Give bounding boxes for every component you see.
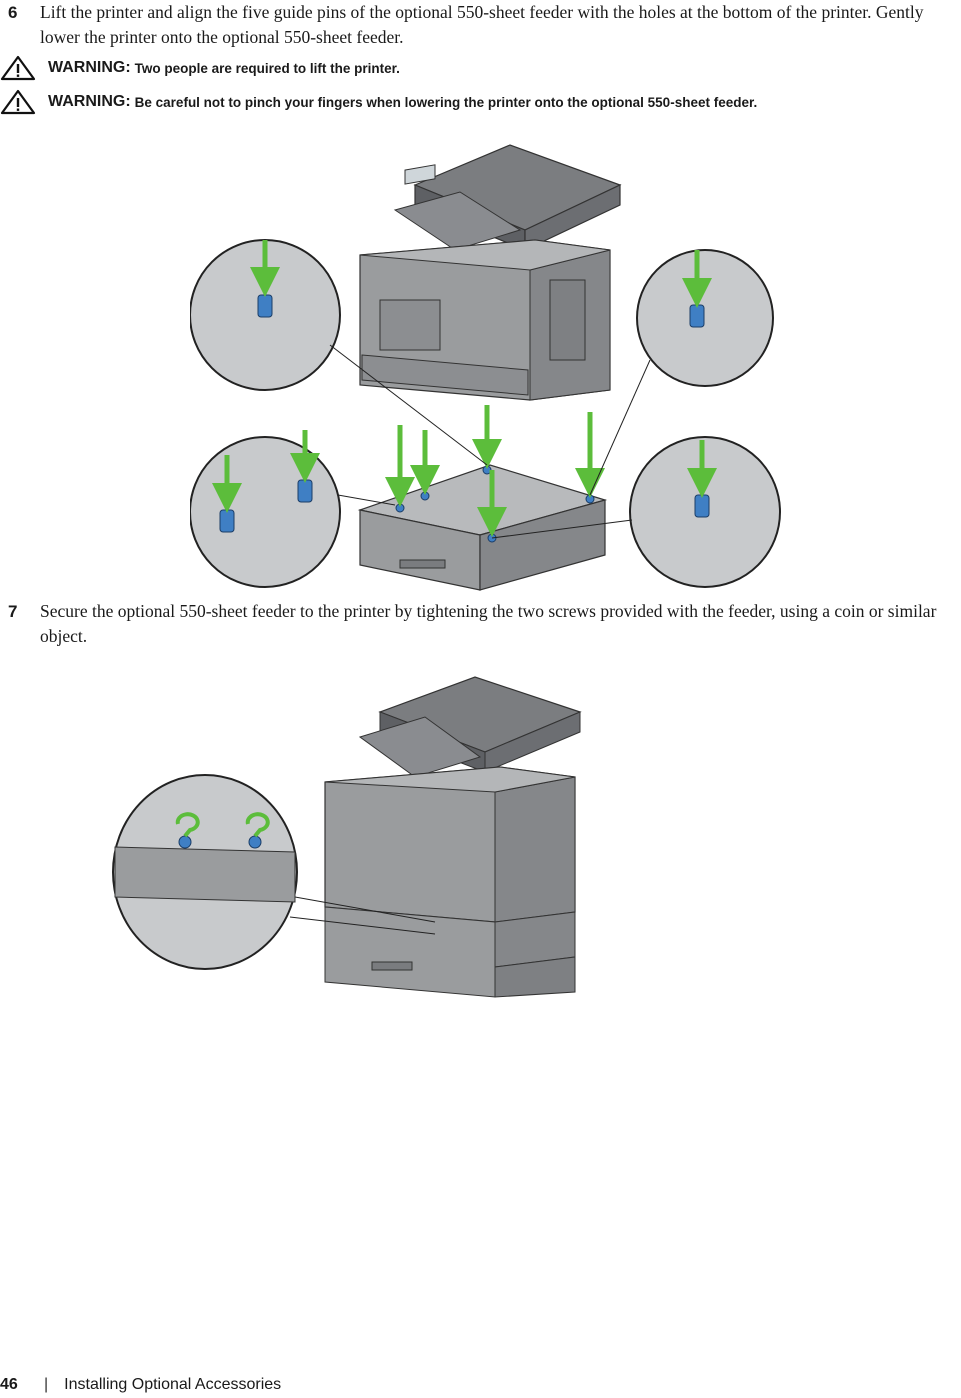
- step-text: Lift the printer and align the five guid…: [40, 2, 924, 47]
- page-footer: 46 | Installing Optional Accessories: [0, 1372, 281, 1398]
- warning-text: Be careful not to pinch your fingers whe…: [134, 94, 758, 110]
- warning-label: WARNING:: [48, 59, 131, 76]
- figure-secure-screws: [112, 676, 582, 998]
- step-number: 7: [8, 602, 18, 621]
- warning-pinch: WARNING: Be careful not to pinch your fi…: [0, 89, 757, 115]
- warning-icon: [0, 55, 36, 81]
- step-number: 6: [8, 3, 18, 22]
- figure-printer-onto-feeder: [190, 144, 781, 591]
- step-text: Secure the optional 550-sheet feeder to …: [40, 601, 937, 646]
- guide-arrows: [385, 405, 605, 537]
- footer-separator: |: [44, 1376, 49, 1393]
- page-number: 46: [0, 1376, 18, 1393]
- printer-illustration: [359, 144, 622, 401]
- printer-illustration: [324, 676, 582, 998]
- warning-text: Two people are required to lift the prin…: [134, 60, 400, 76]
- detail-arrows: [212, 240, 717, 513]
- warning-lift: WARNING: Two people are required to lift…: [0, 55, 400, 81]
- warning-label: WARNING:: [48, 93, 131, 110]
- detail-callout: [112, 774, 436, 970]
- feeder-illustration: [357, 464, 608, 591]
- warning-icon: [0, 89, 36, 115]
- step-6: 6 Lift the printer and align the five gu…: [8, 0, 958, 50]
- section-title: Installing Optional Accessories: [64, 1376, 282, 1393]
- step-7: 7 Secure the optional 550-sheet feeder t…: [8, 599, 958, 649]
